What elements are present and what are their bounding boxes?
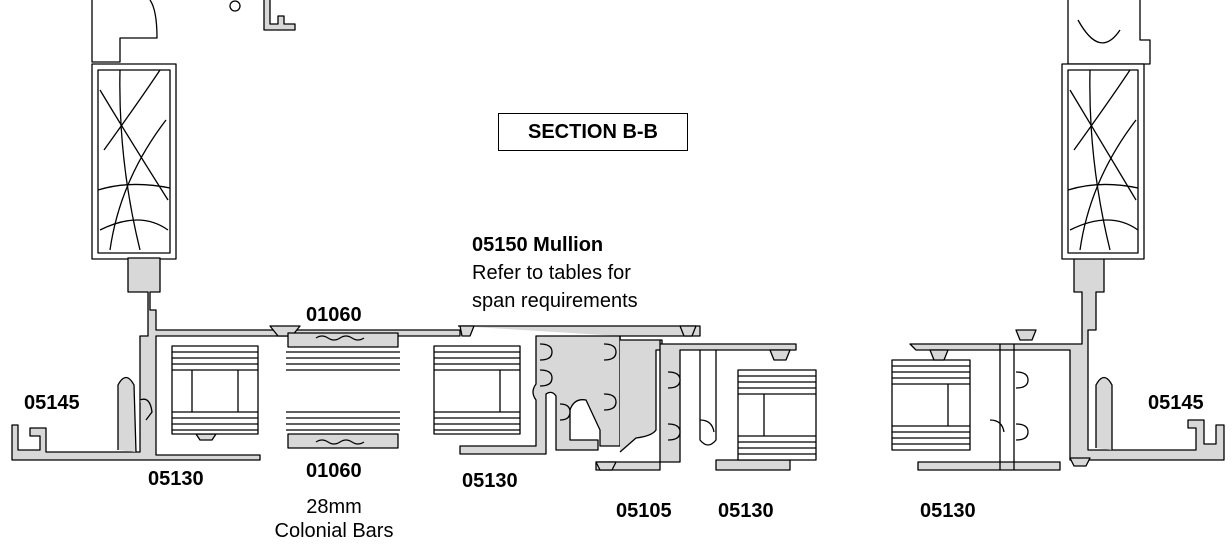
fixing-circle xyxy=(229,0,241,12)
bars-size-label: 28mm xyxy=(306,496,362,518)
coupler-label: 05105 xyxy=(616,500,672,522)
bar-bottom-label: 01060 xyxy=(306,460,362,482)
colonial-bar-unit xyxy=(286,332,400,449)
left-timber-reveal xyxy=(91,0,177,260)
top-clip-profile xyxy=(263,0,296,31)
right-frame-profile xyxy=(909,257,1225,471)
right-sill-label: 05145 xyxy=(1148,392,1204,414)
right-glass-unit xyxy=(891,359,971,451)
right-timber-reveal xyxy=(1061,0,1151,260)
centre-left-bead-label: 05130 xyxy=(462,470,518,492)
left-glass-unit xyxy=(171,345,259,435)
left-bead-label: 05130 xyxy=(148,468,204,490)
bars-name-label: Colonial Bars xyxy=(274,520,394,542)
right-bead-label: 05130 xyxy=(920,500,976,522)
left-sill-label: 05145 xyxy=(24,392,80,414)
mullion-code-label: 05150 Mullion xyxy=(472,234,604,256)
right-centre-glass-unit xyxy=(737,369,817,461)
bar-top-label: 01060 xyxy=(306,304,362,326)
centre-glass-unit xyxy=(433,345,521,435)
mullion-note-line1: Refer to tables for xyxy=(472,262,631,284)
coupler-profile xyxy=(595,340,797,471)
section-title: SECTION B-B xyxy=(498,113,688,151)
centre-bead-label: 05130 xyxy=(718,500,774,522)
mullion-note-line2: span requirements xyxy=(472,290,638,312)
